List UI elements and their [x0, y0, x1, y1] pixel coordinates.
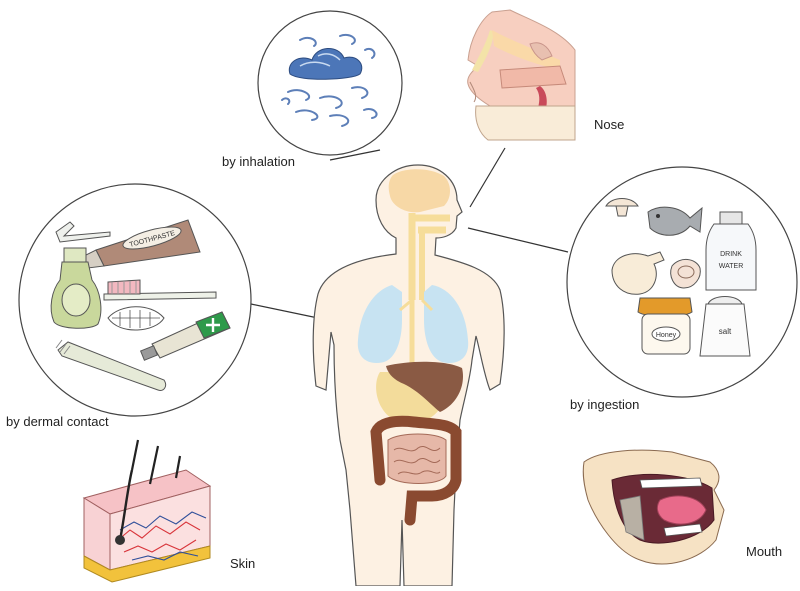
- floss-pick-icon: [55, 221, 111, 243]
- human-body-figure: [312, 164, 505, 587]
- nose-cross-section-illustration: [467, 9, 576, 141]
- large-intestine-icon: [370, 415, 462, 526]
- drink-water-bottle-icon: DRINK WATER: [705, 211, 757, 291]
- wind-swirls-icon: [281, 34, 378, 127]
- small-intestine-icon: [387, 433, 447, 484]
- ingestion-circle: DRINK WATER Honey salt: [566, 166, 798, 398]
- dermal-contact-circle: TOOTHPASTE: [18, 183, 252, 417]
- stomach-icon: [376, 372, 441, 424]
- skin-cross-section-illustration: [82, 439, 212, 583]
- roast-chicken-icon: [611, 251, 665, 295]
- toothbrush-diagonal-icon: [57, 341, 167, 391]
- label-by-inhalation: by inhalation: [222, 154, 295, 169]
- blood-vessels-blue: [119, 511, 207, 561]
- honey-label: Honey: [656, 332, 677, 339]
- label-by-dermal-contact: by dermal contact: [6, 414, 109, 429]
- small-intestine-folds: [393, 446, 441, 475]
- connector-lines: [250, 147, 569, 319]
- label-mouth: Mouth: [746, 544, 783, 559]
- salt-shaker-icon: salt: [699, 296, 751, 357]
- sausage-icon: [670, 259, 701, 289]
- water-label: WATER: [719, 263, 744, 270]
- label-nose: Nose: [594, 117, 625, 132]
- line-nose: [469, 147, 506, 208]
- salt-label: salt: [719, 327, 732, 336]
- hair-strands: [130, 439, 182, 485]
- mushroom-icon: [605, 198, 639, 217]
- fish-icon: [647, 206, 703, 236]
- right-lung-icon: [424, 285, 469, 364]
- honey-jar-icon: Honey: [637, 297, 693, 355]
- hair-follicle: [118, 469, 134, 541]
- brain-icon: [388, 169, 450, 213]
- cloud-highlight: [299, 53, 341, 67]
- drink-label: DRINK: [720, 251, 742, 258]
- inhalation-circle: [257, 10, 403, 156]
- line-dermal: [250, 303, 319, 319]
- left-lung-icon: [357, 285, 402, 364]
- liver-icon: [386, 361, 464, 412]
- line-inhalation: [329, 149, 381, 161]
- blood-vessels-red: [117, 521, 201, 553]
- label-skin: Skin: [230, 556, 256, 571]
- label-by-ingestion: by ingestion: [570, 397, 640, 412]
- line-ingestion: [467, 227, 569, 253]
- mouth-cross-section-illustration: [582, 449, 725, 565]
